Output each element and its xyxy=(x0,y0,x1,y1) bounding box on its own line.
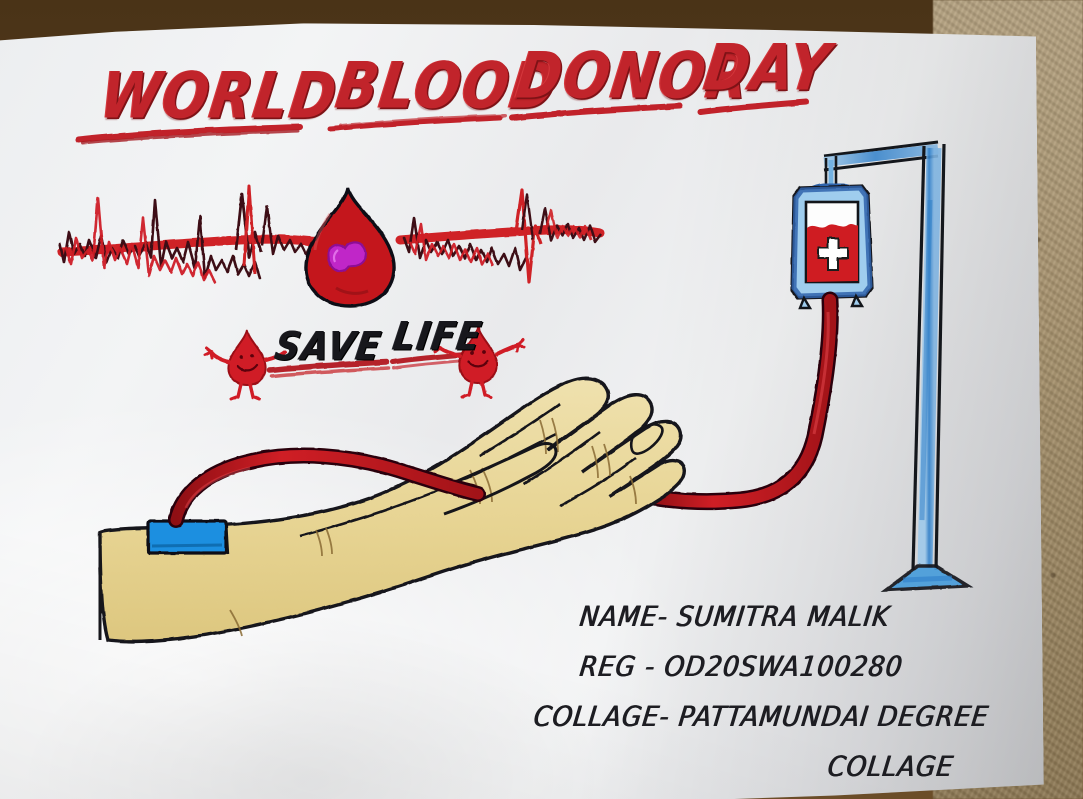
credit-college-line-2: COLLAGE xyxy=(826,750,956,783)
blood-bag xyxy=(790,182,874,310)
iv-pole-stand xyxy=(823,140,974,592)
blood-transfusion-tube xyxy=(641,291,839,511)
credit-name-line: NAME- SUMITRA MALIK xyxy=(578,600,893,633)
blood-drop-mascot-left xyxy=(203,329,287,401)
needle-bandage-patch xyxy=(146,519,230,555)
credit-reg-line: REG - OD20SWA100280 xyxy=(578,650,905,683)
title-underlines xyxy=(75,99,809,145)
slogan-word-save: SAVE xyxy=(272,324,386,370)
arm-tube-arc xyxy=(168,447,486,528)
open-hand-and-forearm xyxy=(98,376,686,644)
slogan-word-life: LIFE xyxy=(390,314,487,360)
title-word-world: WORLD xyxy=(96,58,343,133)
credit-college-line-1: COLLAGE- PATTAMUNDAI DEGREE xyxy=(532,700,991,733)
blood-drop-with-heart xyxy=(304,187,396,308)
blood-drop-mascot-right xyxy=(433,325,526,399)
credits-block: NAME- SUMITRA MALIK REG - OD20SWA100280 … xyxy=(532,592,991,792)
title-word-day: DAY xyxy=(700,30,836,105)
